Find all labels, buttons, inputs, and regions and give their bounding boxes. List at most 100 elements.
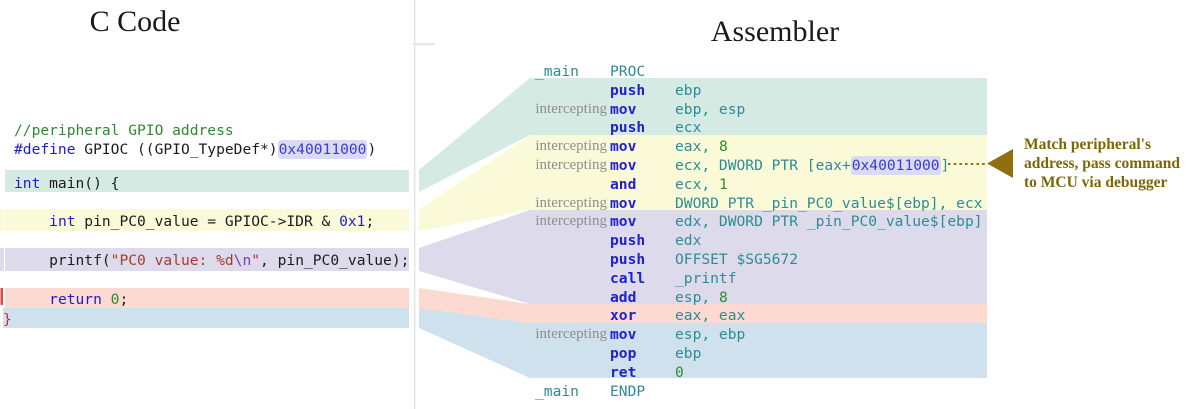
code-segment: //peripheral GPIO address: [14, 122, 234, 139]
asm-operands: ebp, esp: [675, 100, 745, 119]
asm-mnemonic: push: [610, 232, 646, 249]
asm-symbol-label: _main: [535, 383, 579, 400]
code-segment: }: [3, 311, 12, 328]
intercepting-label: intercepting: [535, 157, 607, 173]
c-code-line: }: [3, 310, 12, 329]
asm-operands: OFFSET $SG5672: [675, 250, 798, 269]
code-segment: main() {: [40, 175, 120, 192]
asm-mnemonic: PROC: [610, 63, 646, 80]
asm-operands: eax, eax: [675, 306, 745, 325]
callout-arrow-icon: [987, 149, 1013, 178]
code-segment: edx, DWORD PTR _pin_PC0_value$[ebp]: [675, 213, 983, 230]
asm-symbol-label: _main: [535, 63, 579, 80]
asm-mnemonic: push: [610, 251, 646, 268]
asm-mnemonic: push: [610, 119, 646, 136]
code-segment: ebp: [675, 82, 702, 99]
code-segment: "PC0 value: %d: [110, 252, 234, 269]
intercepting-label: intercepting: [535, 195, 607, 211]
code-segment: 1: [718, 176, 728, 193]
code-segment: return: [49, 291, 102, 308]
asm-operands: esp, 8: [675, 288, 728, 307]
code-segment: ": [251, 252, 261, 269]
asm-operands: DWORD PTR _pin_PC0_value$[ebp], ecx: [675, 194, 983, 213]
asm-operands: eax, 8: [675, 137, 728, 156]
callout-text: Match peripheral's address, pass command…: [1024, 135, 1192, 192]
code-segment: OFFSET $SG5672: [675, 251, 799, 268]
code-segment: #define: [14, 141, 76, 158]
code-segment: edx: [675, 232, 702, 249]
code-segment: [102, 291, 111, 308]
code-segment: eax, eax: [675, 307, 746, 324]
code-segment: pin_PC0_value = GPIOC->IDR &: [75, 213, 340, 230]
c-panel-title: C Code: [89, 5, 181, 38]
c-code-line: int main() {: [14, 174, 119, 193]
band-read-asm: [419, 135, 987, 231]
asm-mnemonic: mov: [610, 101, 637, 118]
asm-operands: esp, ebp: [675, 325, 745, 344]
asm-mnemonic: pop: [610, 345, 637, 362]
code-segment: 0: [110, 291, 120, 308]
code-segment: _printf: [675, 270, 737, 287]
code-segment: ecx: [675, 119, 702, 136]
asm-mnemonic: mov: [610, 213, 637, 230]
asm-operands: ebp: [675, 81, 701, 100]
intercepting-label: intercepting: [535, 213, 607, 229]
asm-operands: ebp: [675, 344, 701, 363]
code-segment: ): [367, 141, 377, 158]
asm-mnemonic: add: [610, 289, 637, 306]
code-segment: ]: [940, 157, 950, 174]
intercepting-label: intercepting: [535, 138, 607, 154]
code-segment: eax,: [675, 138, 719, 155]
code-segment: ;: [119, 291, 129, 308]
asm-mnemonic: mov: [610, 157, 637, 174]
band-return-asm: [419, 288, 987, 323]
code-segment: printf(: [14, 252, 111, 269]
code-segment: ebp, esp: [675, 101, 746, 118]
return-left-tick: [0, 288, 3, 305]
band-read-sliver: [0, 209, 4, 231]
code-segment: GPIOC ((GPIO_TypeDef*): [75, 141, 278, 158]
code-segment: [14, 213, 49, 230]
asm-mnemonic: call: [610, 270, 646, 287]
code-segment: DWORD PTR _pin_PC0_value$[ebp], ecx: [675, 195, 983, 212]
code-segment: 0x1: [339, 213, 366, 230]
band-printf-c: [5, 248, 409, 271]
code-segment: 0x40011000: [277, 140, 368, 159]
band-read-c: [5, 209, 409, 231]
c-code-line: #define GPIOC ((GPIO_TypeDef*)0x40011000…: [14, 140, 376, 159]
callout-text-line: Match peripheral's: [1024, 136, 1151, 153]
code-segment: int: [14, 175, 41, 192]
band-main-c: [5, 170, 409, 192]
asm-mnemonic: mov: [610, 195, 637, 212]
asm-mnemonic: and: [610, 176, 637, 193]
asm-operands: _printf: [675, 269, 737, 288]
c-code-line: printf("PC0 value: %d\n", pin_PC0_value)…: [14, 251, 409, 270]
band-epilogue-c: [3, 308, 409, 328]
band-epilogue-asm: [419, 308, 987, 378]
asm-mnemonic: push: [610, 82, 646, 99]
asm-mnemonic: xor: [610, 307, 637, 324]
band-printf-asm: [419, 210, 987, 304]
assembler-panel-title: Assembler: [710, 15, 840, 48]
code-segment: [14, 291, 49, 308]
intercepting-label: intercepting: [535, 326, 607, 342]
intercepting-label: intercepting: [535, 101, 607, 117]
code-segment: ebp: [675, 345, 702, 362]
callout-text-line: address, pass command: [1024, 155, 1181, 172]
code-segment: 8: [718, 138, 728, 155]
code-segment: 0: [675, 364, 684, 381]
code-segment: , pin_PC0_value);: [260, 252, 410, 269]
asm-mnemonic: ENDP: [610, 383, 646, 400]
c-code-line: int pin_PC0_value = GPIOC->IDR & 0x1;: [14, 212, 374, 231]
divider-artifact: [413, 43, 435, 46]
asm-mnemonic: mov: [610, 138, 637, 155]
band-return-c: [5, 288, 409, 308]
asm-operands: ecx, 1: [675, 175, 728, 194]
code-segment: esp,: [675, 289, 719, 306]
asm-operands: ecx: [675, 118, 701, 137]
code-segment: int: [49, 213, 76, 230]
column-divider: [414, 0, 416, 409]
code-segment: esp, ebp: [675, 326, 746, 343]
